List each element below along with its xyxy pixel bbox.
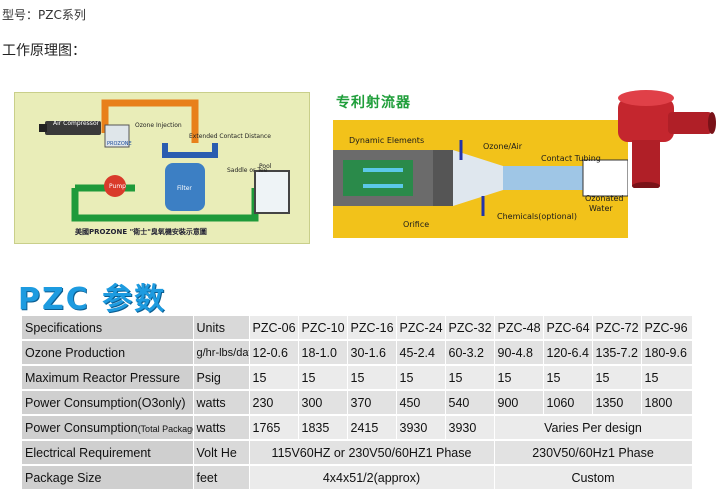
cell: 135-7.2 <box>592 340 642 366</box>
table-row: Specifications Units PZC-06 PZC-10 PZC-1… <box>22 316 693 341</box>
row-unit: g/hr-lbs/day <box>193 340 250 366</box>
table-row: Electrical Requirement Volt He 115V60HZ … <box>22 440 693 466</box>
ejector-part-image <box>618 90 716 188</box>
label-filter: Filter <box>177 185 192 192</box>
ejector-diagram: Dynamic Elements Ozone/Air Contact Tubin… <box>333 120 628 238</box>
cell: PZC-16 <box>347 316 397 341</box>
row-label: Power Consumption(O3only) <box>22 390 194 416</box>
cell: 1060 <box>543 390 593 416</box>
label-ozonated: Ozonated <box>585 194 624 203</box>
label-water: Water <box>589 204 613 213</box>
cell: 18-1.0 <box>298 340 348 366</box>
cell: 12-0.6 <box>249 340 299 366</box>
table-row: Power Consumption(Total Package cost) wa… <box>22 415 693 441</box>
cell: 15 <box>298 365 348 391</box>
label-chemicals: Chemicals(optional) <box>497 212 577 221</box>
cell: 90-4.8 <box>494 340 544 366</box>
cell: 900 <box>494 390 544 416</box>
table-row: Ozone Production g/hr-lbs/day 12-0.6 18-… <box>22 340 693 366</box>
row-label-main: Power Consumption <box>25 420 138 435</box>
cell: 15 <box>592 365 642 391</box>
principle-heading: 工作原理图： <box>2 43 86 59</box>
cell: 120-6.4 <box>543 340 593 366</box>
cell: PZC-32 <box>445 316 495 341</box>
cell: 450 <box>396 390 446 416</box>
cell-electrical-left: 115V60HZ or 230V50/60HZ1 Phase <box>249 440 495 466</box>
cell-varies: Varies Per design <box>494 415 693 441</box>
ejector-title: 专利射流器 <box>336 95 411 111</box>
cell: 2415 <box>347 415 397 441</box>
cell: PZC-48 <box>494 316 544 341</box>
cell: 300 <box>298 390 348 416</box>
row-label-small: (Total Package cost) <box>137 423 193 434</box>
cell: 15 <box>494 365 544 391</box>
row-label: Power Consumption(Total Package cost) <box>22 415 194 441</box>
row-unit: watts <box>193 390 250 416</box>
row-label: Package Size <box>22 465 194 491</box>
cell-electrical-right: 230V50/60Hz1 Phase <box>494 440 693 466</box>
cell: PZC-24 <box>396 316 446 341</box>
cell: 15 <box>396 365 446 391</box>
cell: 60-3.2 <box>445 340 495 366</box>
cell: 15 <box>543 365 593 391</box>
label-air-compressor: Air Compressor <box>53 120 100 127</box>
label-brand: PROZONE <box>107 141 132 147</box>
row-unit: Psig <box>193 365 250 391</box>
row-label: Specifications <box>22 316 194 341</box>
cell: 180-9.6 <box>641 340 693 366</box>
cell: PZC-72 <box>592 316 642 341</box>
table-row: Package Size feet 4x4x51/2(approx) Custo… <box>22 465 693 491</box>
cell: 230 <box>249 390 299 416</box>
installation-diagram: Air Compressor Ozone Injection Extended … <box>14 92 310 244</box>
row-unit: feet <box>193 465 250 491</box>
row-unit: watts <box>193 415 250 441</box>
cell: PZC-06 <box>249 316 299 341</box>
row-label: Maximum Reactor Pressure <box>22 365 194 391</box>
table-row: Power Consumption(O3only) watts 230 300 … <box>22 390 693 416</box>
cell: PZC-96 <box>641 316 693 341</box>
row-label: Ozone Production <box>22 340 194 366</box>
label-ozone-injection: Ozone Injection <box>135 122 182 129</box>
cell-package-right: Custom <box>494 465 693 491</box>
ejector-diagram-graphic <box>333 140 628 216</box>
cell: 3930 <box>396 415 446 441</box>
spec-table: Specifications Units PZC-06 PZC-10 PZC-1… <box>22 316 693 491</box>
cell: 3930 <box>445 415 495 441</box>
cell: 540 <box>445 390 495 416</box>
cell: 15 <box>445 365 495 391</box>
label-extended-contact: Extended Contact Distance <box>189 133 271 140</box>
row-unit: Units <box>193 316 250 341</box>
row-unit: Volt He <box>193 440 250 466</box>
cell: 370 <box>347 390 397 416</box>
cell: 30-1.6 <box>347 340 397 366</box>
table-row: Maximum Reactor Pressure Psig 15 15 15 1… <box>22 365 693 391</box>
cell: PZC-64 <box>543 316 593 341</box>
diagram-caption: 美國PROZONE "衛士"臭氧機安裝示意圖 <box>75 228 207 236</box>
label-dynamic: Dynamic Elements <box>349 136 425 145</box>
cell: 1350 <box>592 390 642 416</box>
row-label: Electrical Requirement <box>22 440 194 466</box>
cell: 1835 <box>298 415 348 441</box>
cell: 45-2.4 <box>396 340 446 366</box>
cell: 1765 <box>249 415 299 441</box>
cell: 15 <box>641 365 693 391</box>
label-orifice: Orifice <box>403 220 430 229</box>
label-pool: Pool <box>259 163 272 170</box>
label-pump: Pump <box>109 183 126 190</box>
installation-diagram-graphic <box>39 99 290 222</box>
label-contact-tubing: Contact Tubing <box>541 154 601 163</box>
model-line: 型号：PZC系列 <box>2 8 86 22</box>
label-ozone-air: Ozone/Air <box>483 142 523 151</box>
cell: 15 <box>347 365 397 391</box>
params-title: PZC 参数 <box>18 282 167 317</box>
cell: 1800 <box>641 390 693 416</box>
cell-package-left: 4x4x51/2(approx) <box>249 465 495 491</box>
label-saddle: Saddle or Tee <box>227 167 268 174</box>
cell: 15 <box>249 365 299 391</box>
cell: PZC-10 <box>298 316 348 341</box>
